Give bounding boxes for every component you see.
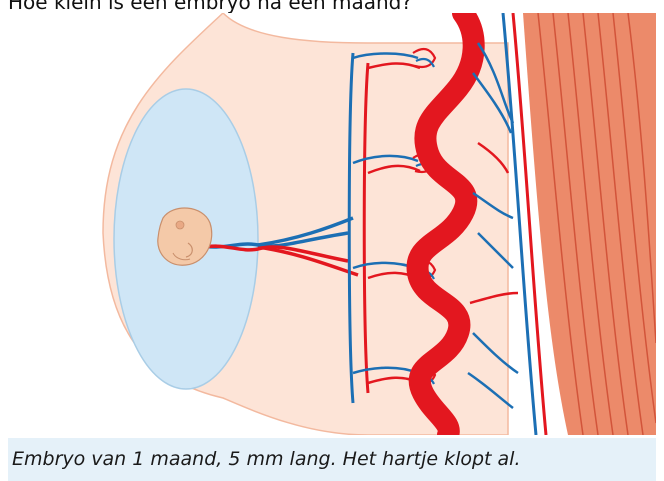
caption-bar: Embryo van 1 maand, 5 mm lang. Het hartj… — [8, 438, 656, 481]
embryo-diagram — [8, 13, 656, 435]
page-title: Hoe klein is een embryo na een maand? — [8, 0, 412, 14]
caption-text: Embryo van 1 maand, 5 mm lang. Het hartj… — [12, 448, 521, 470]
diagram-panel — [8, 13, 656, 435]
embryo — [158, 208, 212, 265]
